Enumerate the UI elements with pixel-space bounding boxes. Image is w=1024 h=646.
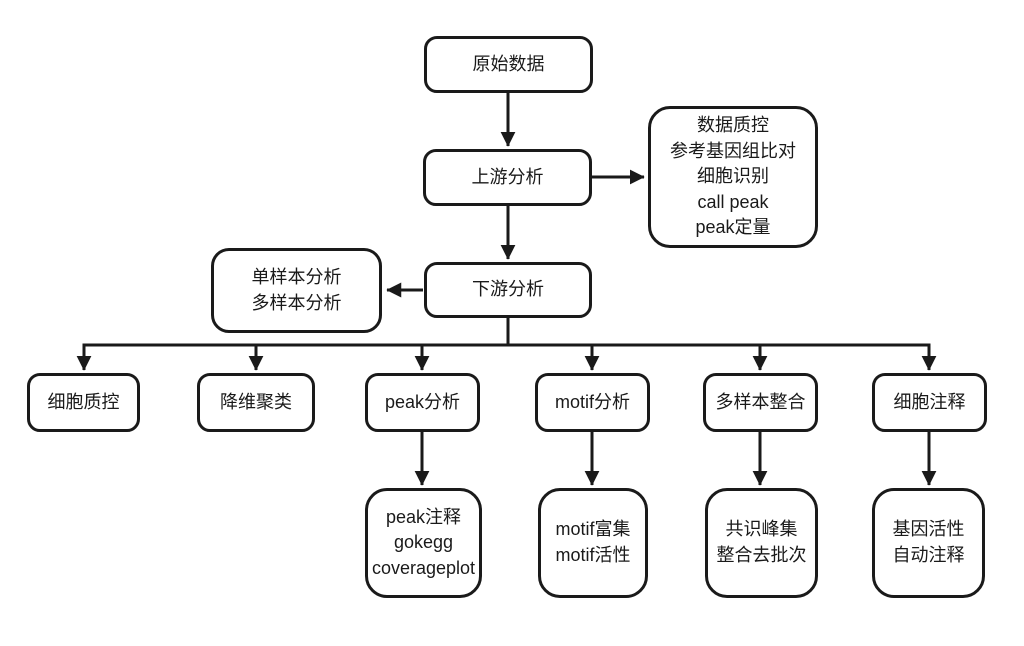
node-label: peak分析	[384, 391, 461, 412]
node-label: 单样本分析	[251, 266, 342, 287]
node-label: 整合去批次	[716, 545, 807, 565]
node-cell-qc: 细胞质控	[27, 373, 140, 432]
node-label: 多样本分析	[251, 292, 342, 313]
node-label: 原始数据	[472, 53, 545, 74]
node-label: motif活性	[555, 545, 631, 565]
node-cell-annotation: 细胞注释	[872, 373, 987, 432]
node-label: 参考基因组比对	[670, 140, 796, 161]
node-sample-modes: 单样本分析 多样本分析	[211, 248, 382, 333]
node-label: 降维聚类	[220, 391, 292, 412]
node-label: 基因活性	[892, 519, 965, 540]
node-label: 细胞质控	[47, 391, 120, 412]
node-raw-data: 原始数据	[424, 36, 593, 93]
node-peak-analysis: peak分析	[365, 373, 480, 432]
node-label: peak定量	[695, 217, 771, 238]
node-label: 数据质控	[697, 115, 769, 136]
node-label: motif分析	[554, 391, 630, 412]
node-upstream-details: 数据质控 参考基因组比对 细胞识别 call peak peak定量	[648, 106, 818, 248]
node-peak-details: peak注释 gokegg coverageplot	[365, 488, 482, 598]
node-label: 下游分析	[472, 279, 544, 300]
node-integration-details: 共识峰集 整合去批次	[705, 488, 818, 598]
node-dim-reduction-clustering: 降维聚类	[197, 373, 315, 432]
node-downstream-analysis: 下游分析	[424, 262, 592, 318]
node-label: 共识峰集	[725, 519, 798, 540]
node-label: call peak	[697, 191, 769, 212]
node-label: coverageplot	[371, 557, 476, 578]
node-motif-analysis: motif分析	[535, 373, 650, 432]
node-label: motif富集	[555, 519, 631, 540]
node-label: 细胞注释	[893, 391, 966, 412]
node-upstream-analysis: 上游分析	[423, 149, 592, 206]
node-label: 多样本整合	[715, 391, 806, 412]
node-label: gokegg	[393, 532, 454, 553]
node-label: 上游分析	[471, 166, 544, 187]
node-label: 自动注释	[892, 545, 965, 565]
node-label: 细胞识别	[697, 166, 769, 187]
node-motif-details: motif富集 motif活性	[538, 488, 648, 598]
node-multi-sample-integration: 多样本整合	[703, 373, 818, 432]
node-label: peak注释	[385, 506, 462, 527]
node-annotation-details: 基因活性 自动注释	[872, 488, 985, 598]
